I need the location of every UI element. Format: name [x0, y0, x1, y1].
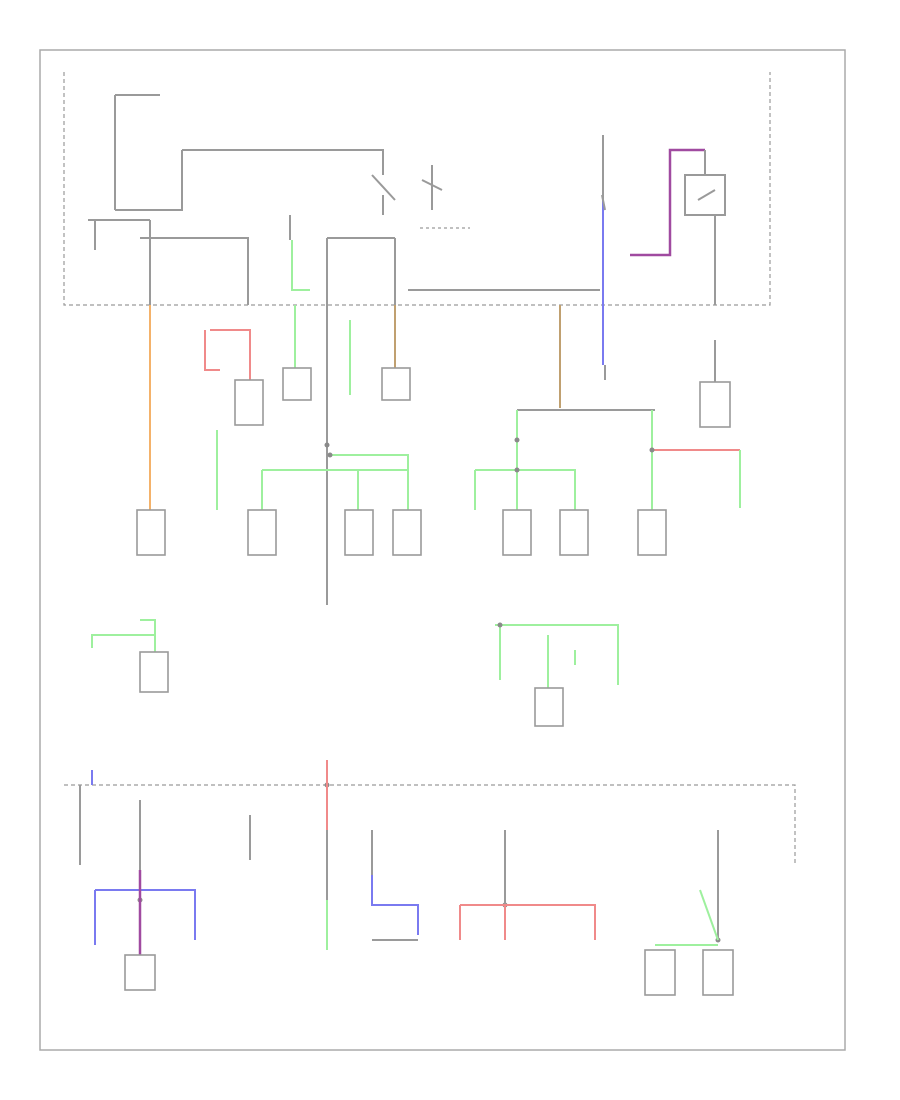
diagram-frame	[39, 49, 846, 1051]
upper-fuse-box	[63, 72, 771, 306]
lower-fuse-box	[64, 784, 796, 865]
middle-wiring	[91, 305, 741, 690]
lower-components	[124, 949, 734, 996]
middle-components	[136, 367, 731, 727]
lower-wiring	[79, 760, 719, 965]
upper-wiring	[88, 94, 726, 365]
junctions	[137, 437, 721, 943]
upper-green-wires	[291, 240, 310, 291]
